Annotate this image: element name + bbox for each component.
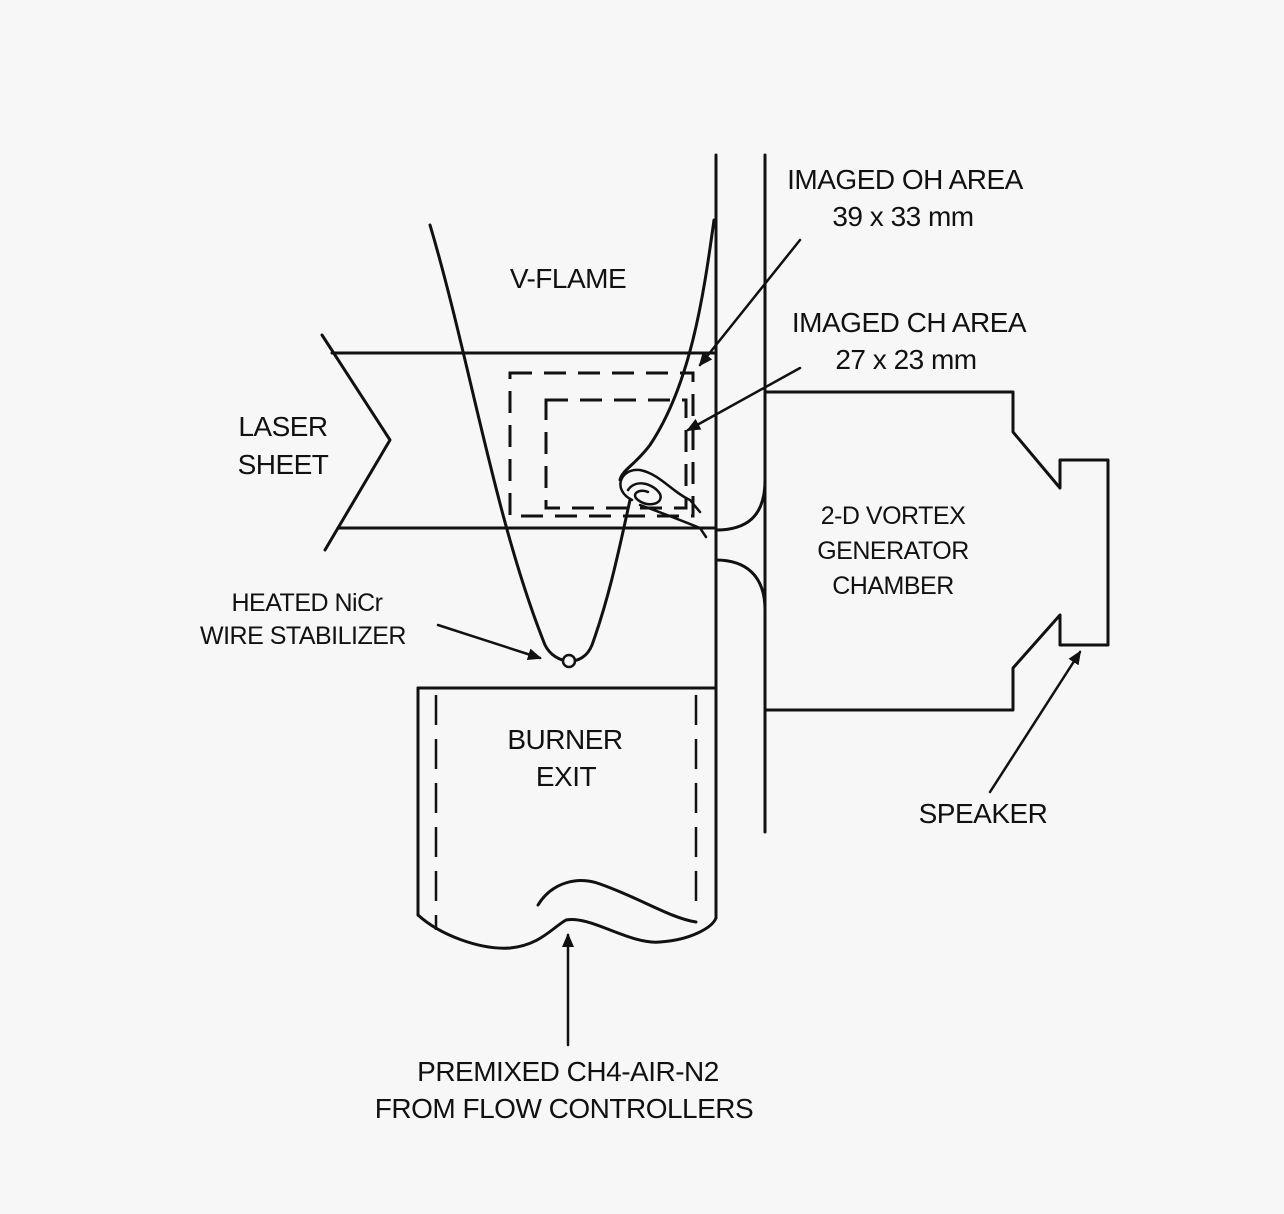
laser-sheet-label-line2: SHEET: [238, 449, 329, 480]
ch-area-arrow: [686, 366, 802, 432]
vortex-generator-label-line3: CHAMBER: [832, 572, 954, 600]
laser-sheet-chevron: [320, 333, 392, 552]
imaged-oh-area-box: [508, 371, 695, 518]
laser-sheet-label-line1: LASER: [238, 411, 327, 442]
premixed-feed-label-line1: PREMIXED CH4-AIR-N2: [417, 1056, 719, 1087]
imaged-ch-area-dimensions: 27 x 23 mm: [835, 344, 976, 375]
vortex-curl: [619, 468, 708, 539]
vortex-channel-lower-curve: [714, 558, 767, 612]
imaged-oh-area-dimensions: 39 x 33 mm: [832, 201, 973, 232]
oh-area-arrow: [698, 238, 802, 367]
vortex-generator-label-line2: GENERATOR: [817, 537, 969, 565]
burner-wavy-back: [536, 879, 698, 924]
speaker-arrow: [988, 650, 1082, 794]
vortex-channel-upper-curve: [714, 478, 767, 532]
v-flame-label: V-FLAME: [510, 263, 626, 294]
wire-stabilizer-label-line2: WIRE STABILIZER: [200, 622, 406, 650]
v-flame-right-branch: [618, 218, 716, 482]
imaged-ch-area-label: IMAGED CH AREA: [792, 307, 1027, 338]
nicr-wire-stabilizer: [561, 653, 577, 669]
vortex-generator-label-line1: 2-D VORTEX: [821, 502, 966, 530]
burner-exit-label-line1: BURNER: [507, 724, 622, 755]
imaged-ch-area-box: [544, 398, 688, 510]
premixed-feed-label-line2: FROM FLOW CONTROLLERS: [375, 1093, 753, 1124]
burner-wavy-bottom: [416, 913, 718, 950]
imaged-oh-area-label: IMAGED OH AREA: [787, 164, 1024, 195]
wire-stabilizer-arrow: [436, 623, 542, 661]
speaker-label: SPEAKER: [919, 798, 1048, 829]
v-flame-left-branch: [428, 223, 632, 663]
burner-exit-label-line2: EXIT: [536, 761, 597, 792]
vortex-generator-chamber-outline: [763, 390, 1110, 712]
wire-stabilizer-label-line1: HEATED NiCr: [232, 589, 383, 617]
